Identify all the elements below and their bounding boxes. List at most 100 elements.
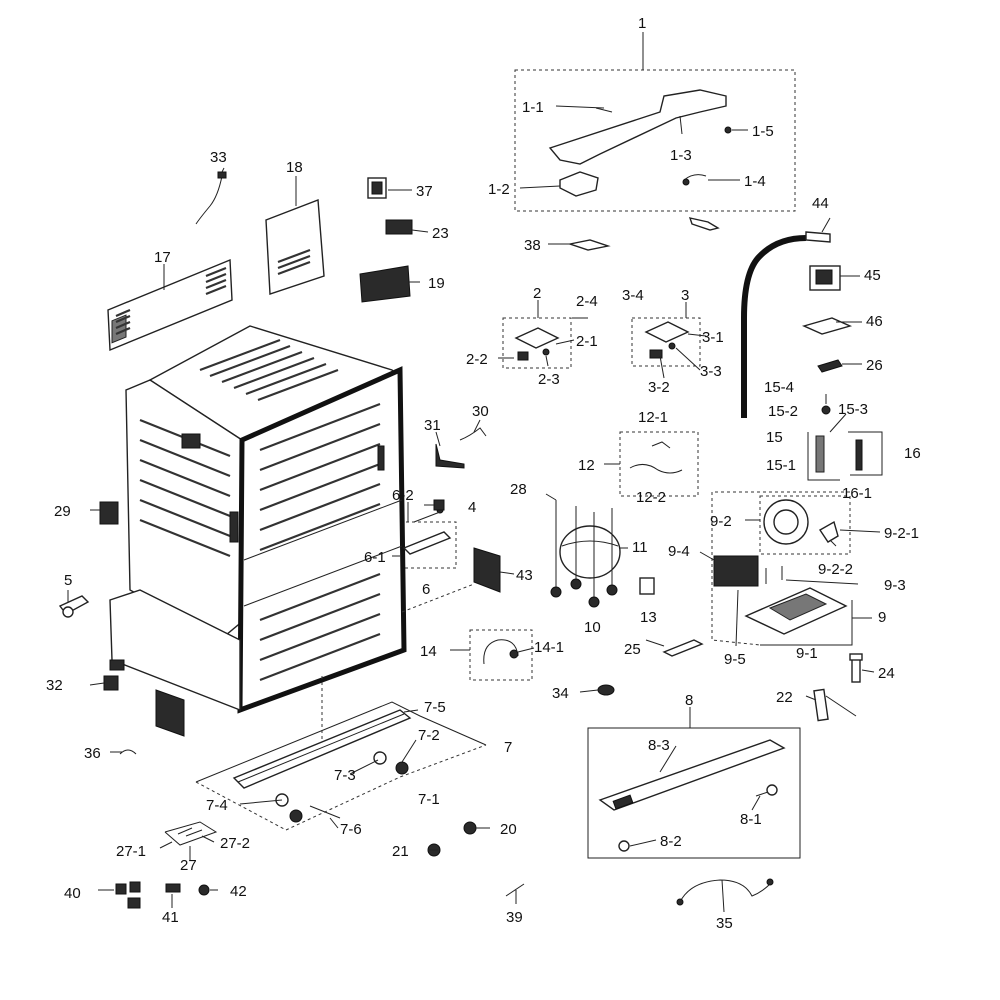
label-36: 36: [84, 745, 101, 762]
part-31: [435, 443, 465, 469]
label-9-4: 9-4: [668, 543, 690, 560]
label-33: 33: [210, 149, 227, 166]
cabinet-body: [109, 325, 407, 714]
label-24: 24: [878, 665, 895, 682]
part-35-wire: [676, 878, 774, 906]
label-3: 3: [681, 287, 689, 304]
part-9-2-fan: [763, 499, 839, 545]
label-16: 16: [904, 445, 921, 462]
part-7-rail: [232, 709, 412, 823]
label-15: 15: [766, 429, 783, 446]
label-8-2: 8-2: [660, 833, 682, 850]
label-12-1: 12-1: [638, 409, 668, 426]
group-box-15-16: [807, 431, 883, 481]
label-3-3: 3-3: [700, 363, 722, 380]
label-3-1: 3-1: [702, 329, 724, 346]
label-7-6: 7-6: [340, 821, 362, 838]
label-9-2: 9-2: [710, 513, 732, 530]
part-23-block: [385, 219, 413, 235]
group-box-3: [631, 302, 701, 367]
part-27: [177, 827, 203, 837]
part-4: [433, 499, 445, 511]
label-3-4: 3-4: [622, 287, 644, 304]
part-8-panel: [598, 739, 786, 852]
part-22: [813, 688, 857, 722]
label-5: 5: [64, 572, 72, 589]
label-1-1: 1-1: [522, 99, 544, 116]
label-39: 39: [506, 909, 523, 926]
label-9-2-2: 9-2-2: [818, 561, 853, 578]
part-9-4: [713, 555, 759, 587]
label-46: 46: [866, 313, 883, 330]
label-38: 38: [524, 237, 541, 254]
group-box-7: [195, 701, 487, 831]
label-6-1: 6-1: [364, 549, 386, 566]
label-1: 1: [638, 15, 646, 32]
part-45: [809, 265, 841, 291]
part-19-panel: [359, 265, 411, 303]
part-39: [505, 883, 525, 897]
label-7: 7: [504, 739, 512, 756]
part-24: [849, 653, 863, 683]
part-11-compressor: [550, 500, 621, 608]
group-box-9: [711, 491, 853, 646]
label-2-2: 2-2: [466, 351, 488, 368]
label-10: 10: [584, 619, 601, 636]
label-27-2: 27-2: [220, 835, 250, 852]
label-1-3: 1-3: [670, 147, 692, 164]
label-44: 44: [812, 195, 829, 212]
label-7-5: 7-5: [424, 699, 446, 716]
label-7-1: 7-1: [418, 791, 440, 808]
label-37: 37: [416, 183, 433, 200]
label-42: 42: [230, 883, 247, 900]
label-35: 35: [716, 915, 733, 932]
label-9-1: 9-1: [796, 645, 818, 662]
part-30: [459, 427, 487, 441]
part-2-assembly: [514, 327, 560, 361]
part-9-tray: [744, 566, 848, 635]
part-12: [629, 441, 683, 474]
part-36: [119, 749, 137, 755]
label-12-2: 12-2: [636, 489, 666, 506]
group-box-14: [469, 629, 533, 681]
label-27-1: 27-1: [116, 843, 146, 860]
label-12: 12: [578, 457, 595, 474]
label-2-4: 2-4: [576, 293, 598, 310]
group-box-8: [587, 707, 801, 859]
label-11: 11: [632, 539, 648, 556]
leader-lines: [67, 105, 881, 913]
label-16-1: 16-1: [842, 485, 872, 502]
part-13: [639, 577, 655, 595]
label-14-1: 14-1: [534, 639, 564, 656]
part-15-16: [815, 405, 863, 473]
part-34: [597, 684, 615, 696]
part-37-block: [367, 177, 387, 199]
group-box-1: [514, 32, 796, 212]
label-2-1: 2-1: [576, 333, 598, 350]
part-32: [103, 675, 119, 691]
part-38: [567, 239, 611, 251]
label-15-2: 15-2: [768, 403, 798, 420]
part-6: [402, 506, 452, 555]
part-40-41-42: [115, 881, 210, 909]
part-43-vent: [473, 547, 501, 593]
group-box-9-2: [759, 495, 851, 555]
label-2: 2: [533, 285, 541, 302]
label-34: 34: [552, 685, 569, 702]
label-7-2: 7-2: [418, 727, 440, 744]
label-4: 4: [468, 499, 476, 516]
label-7-3: 7-3: [334, 767, 356, 784]
label-1-4: 1-4: [744, 173, 766, 190]
part-20-21: [427, 821, 477, 857]
part-17-panel: [107, 258, 233, 352]
part-18-cover: [265, 199, 325, 295]
part-vent-bottom: [155, 689, 185, 737]
label-3-2: 3-2: [648, 379, 670, 396]
label-22: 22: [776, 689, 793, 706]
label-15-4: 15-4: [764, 379, 794, 396]
label-7-4: 7-4: [206, 797, 228, 814]
label-20: 20: [500, 821, 517, 838]
label-43: 43: [516, 567, 533, 584]
